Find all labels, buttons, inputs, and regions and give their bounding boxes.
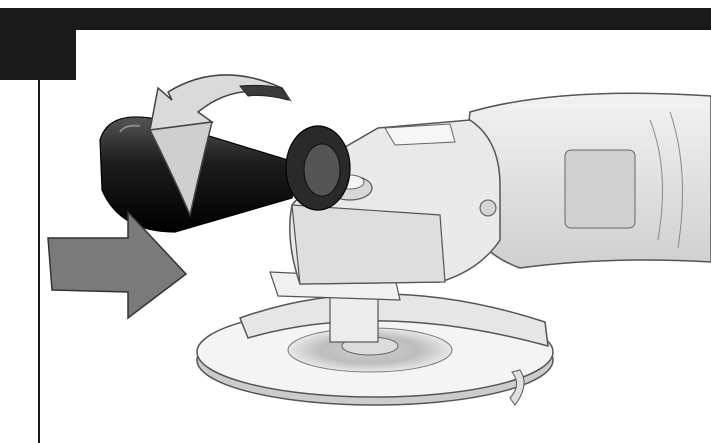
header-bar <box>0 8 711 30</box>
angle-grinder <box>290 93 711 284</box>
grinder-illustration <box>40 30 711 443</box>
